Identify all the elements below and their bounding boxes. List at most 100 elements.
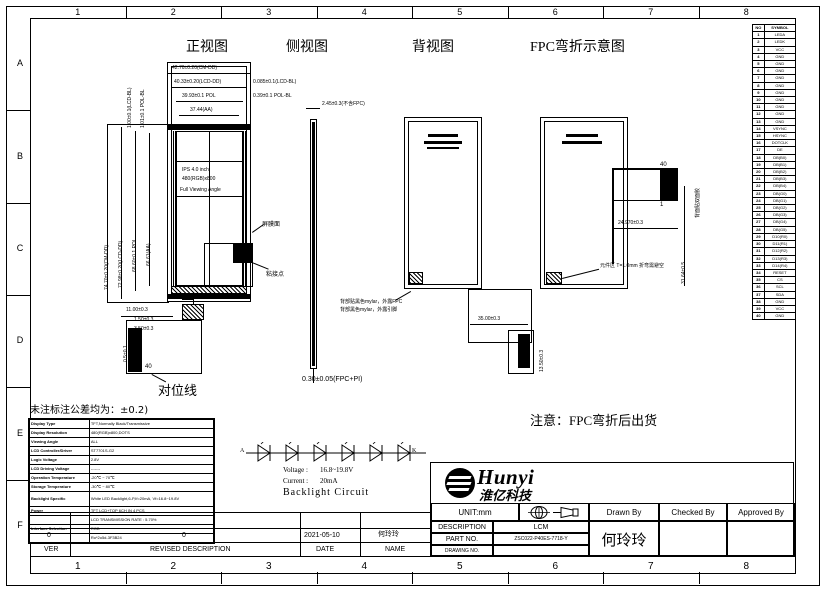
pin-number: 5 bbox=[752, 60, 765, 69]
front-view-center-line2: 480(RGB)x800 bbox=[182, 176, 216, 182]
back-view-title: 背视图 bbox=[412, 40, 454, 55]
pin-symbol: GND bbox=[763, 117, 797, 126]
pin-number: 6 bbox=[752, 67, 765, 76]
pin-symbol: GND bbox=[763, 103, 797, 112]
spec-key: Backlight Specific bbox=[29, 491, 90, 507]
pin-table-header-cell: SYMBOL bbox=[763, 23, 797, 33]
fpc-bend-hline2 bbox=[612, 200, 660, 201]
rev-line-2 bbox=[30, 542, 430, 543]
pin-symbol: GND bbox=[763, 312, 797, 321]
front-view-fpc-pad-black bbox=[128, 328, 142, 372]
pin-symbol: GND bbox=[763, 81, 797, 90]
rev-row-date: 2021-05-10 bbox=[304, 532, 340, 539]
dim-v-top-1: 1.00±0.1(LCD-BL) bbox=[127, 87, 133, 128]
pin-symbol: GND bbox=[763, 74, 797, 83]
spec-value: TFT LCD+TOP 6CH IN 4 PCS bbox=[88, 506, 215, 516]
zone-col-tick-bottom bbox=[412, 572, 413, 584]
pin-symbol: VSYNC bbox=[763, 124, 797, 134]
fpc-view-panel-inner bbox=[544, 121, 624, 285]
spec-key: Interface Selection bbox=[29, 524, 90, 534]
dim-h4-text: 37.44(AA) bbox=[190, 107, 213, 113]
front-view-pin-count: 40 bbox=[145, 364, 152, 370]
led-symbol-icon bbox=[341, 442, 355, 462]
pin-number: 4 bbox=[752, 52, 765, 62]
spec-key: Logic Voltage bbox=[29, 455, 90, 465]
backlight-current-value: 20mA bbox=[320, 477, 338, 485]
spec-key: LCD Driving Voltage bbox=[29, 464, 90, 474]
led-symbol-icon bbox=[313, 442, 327, 462]
pin-number: 14 bbox=[752, 124, 765, 134]
pin-number: 3 bbox=[752, 45, 765, 54]
zone-col-label-bottom-8: 8 bbox=[743, 561, 750, 572]
rev-header-name: NAME bbox=[385, 546, 406, 553]
front-view-right-hatch bbox=[243, 131, 246, 286]
pin-symbol: DB(G0) bbox=[763, 189, 797, 198]
pin-symbol: VCC bbox=[763, 304, 797, 314]
pin-number: 34 bbox=[752, 268, 765, 278]
fpc-label-40: 40 bbox=[660, 162, 667, 168]
fpc-view-right-label: 背面贴双面胶 bbox=[695, 187, 701, 218]
spec-key: Display Resolution bbox=[29, 428, 90, 438]
led-symbol-icon bbox=[257, 442, 271, 462]
pin-symbol: GND bbox=[763, 60, 797, 69]
pin-symbol: LEDK bbox=[763, 38, 797, 47]
zone-col-tick bbox=[316, 6, 318, 18]
led-symbol-icon bbox=[397, 442, 411, 462]
pin-number: 26 bbox=[752, 211, 765, 220]
zone-col-tick bbox=[603, 6, 604, 18]
spec-key: Viewing Angle bbox=[29, 437, 90, 447]
rev-line-top bbox=[30, 512, 430, 513]
side-view-panel-outline bbox=[310, 119, 317, 369]
front-view-label-backlight: 屏膜面 bbox=[262, 222, 281, 228]
pin-number: 33 bbox=[752, 261, 765, 270]
part-no-label: PART NO. bbox=[431, 533, 493, 545]
description-label: DESCRIPTION bbox=[431, 521, 493, 533]
back-view-dim-h: 35.00±0.3 bbox=[478, 316, 501, 322]
front-view-connector-outline bbox=[204, 243, 253, 287]
pin-number: 7 bbox=[752, 74, 765, 83]
front-view-fpc-tail-outline bbox=[126, 320, 202, 374]
alignment-line-label: 对位线 bbox=[158, 383, 198, 398]
zone-row-label-d: D bbox=[16, 335, 24, 346]
part-no-value: ZSC022-P40ES-7718-Y bbox=[493, 533, 589, 545]
spec-value: TFT,Normally Black/Transmissive bbox=[88, 419, 215, 429]
front-view-alignment-pad bbox=[182, 304, 204, 320]
pin-number: 29 bbox=[752, 232, 765, 242]
dim-line-v4 bbox=[149, 133, 150, 286]
zone-col-label-top-1: 1 bbox=[75, 7, 81, 17]
dim-left-text: 0.5±0.1 bbox=[123, 345, 129, 362]
spec-value: ST7701S-G2 bbox=[88, 446, 215, 456]
dim-v1-text: 74.70±0.20(CM-DD) bbox=[104, 245, 110, 290]
fpc-view-panel-outline bbox=[540, 117, 628, 289]
pin-number: 31 bbox=[752, 247, 765, 256]
zone-row-label-c: C bbox=[16, 242, 24, 253]
dim-h-right-1: 0.085±0.1(LCD-BL) bbox=[253, 79, 297, 85]
pin-number: 2 bbox=[752, 38, 765, 47]
unit-cell: UNIT:mm bbox=[431, 503, 519, 521]
back-view-fpc-outline bbox=[468, 289, 532, 343]
fpc-view-note: 元件区 T=1.0mm 折弯需避空 bbox=[600, 263, 665, 269]
notice-text: 注意：FPC弯折后出货 bbox=[530, 413, 658, 428]
rev-header-ver: VER bbox=[44, 546, 59, 553]
pin-number: 19 bbox=[752, 160, 765, 170]
backlight-terminal-a: A bbox=[240, 448, 245, 454]
spec-table-row: LCD Driving Voltage------- bbox=[29, 464, 215, 474]
brand-logo-row: Hunyi 淮亿科技 bbox=[431, 463, 795, 504]
rev-line-bottom bbox=[30, 556, 794, 557]
